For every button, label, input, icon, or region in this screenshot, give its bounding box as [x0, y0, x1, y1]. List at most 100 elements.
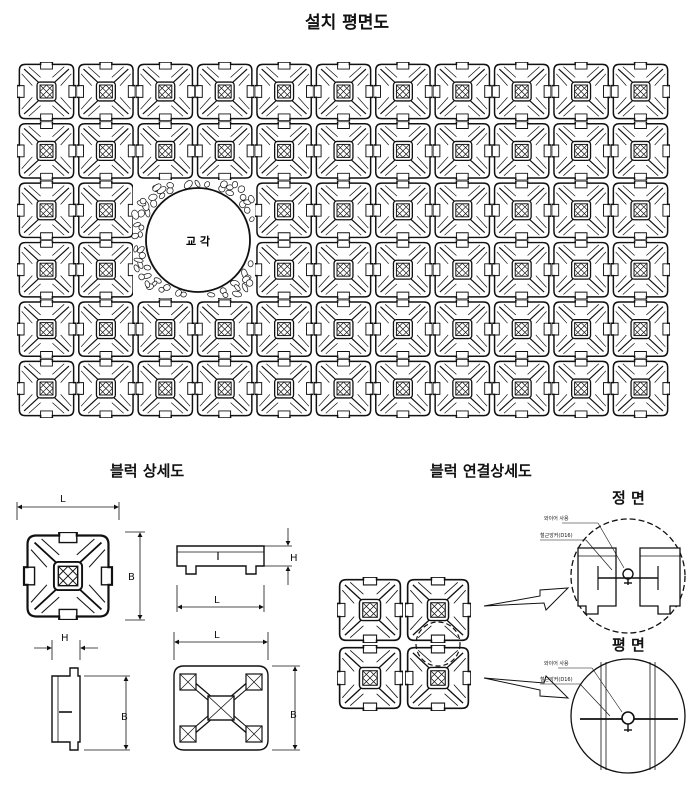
gravel-stone [244, 206, 251, 214]
connection-detail [337, 577, 570, 711]
gravel-stone [239, 194, 247, 201]
gravel-stone [245, 279, 254, 287]
grid-block [373, 240, 433, 300]
dim-length-label: L [60, 494, 66, 505]
wire-label-front: 와이어 사용 [544, 515, 569, 522]
grid-block [432, 240, 492, 300]
grid-block [135, 299, 195, 359]
dim-width-label-3: B [290, 710, 297, 721]
grid-block [314, 240, 373, 300]
gravel-stone [133, 264, 140, 273]
grid-block [492, 359, 552, 418]
grid-block [492, 240, 552, 300]
grid-block [195, 359, 255, 418]
grid-block [373, 299, 433, 359]
grid-block [254, 359, 314, 418]
grid-block [76, 121, 136, 181]
grid-block [135, 359, 195, 418]
grid-block [611, 359, 670, 418]
gravel-stone [222, 292, 229, 298]
grid-block [254, 121, 314, 181]
grid-block [551, 62, 611, 121]
grid-block [76, 240, 136, 300]
gravel-stone [166, 182, 174, 189]
gravel-stone [137, 209, 145, 218]
grid-block [611, 299, 670, 359]
gravel-stone [175, 289, 182, 297]
grid-block [551, 240, 611, 300]
grid-block [314, 299, 373, 359]
grid-block [492, 121, 552, 181]
dim-height-label: H [290, 553, 298, 564]
dim-height-label-2: H [61, 633, 69, 644]
tree-circle [145, 187, 251, 293]
grid-block [432, 359, 492, 418]
gravel-stone [232, 290, 242, 298]
gravel-stone [148, 193, 158, 201]
grid-block [195, 121, 255, 181]
block-front-view: H L [176, 528, 298, 612]
gravel-stone [241, 283, 249, 293]
grid-block [254, 62, 314, 121]
gravel-stone [138, 273, 145, 281]
grid-block [492, 299, 552, 359]
grid-block [195, 299, 255, 359]
gravel-stone [133, 257, 144, 263]
gravel-stone [137, 246, 145, 254]
grid-block [373, 121, 433, 181]
gravel-ring [131, 179, 255, 298]
grid-block [76, 180, 136, 240]
grid-block [254, 240, 314, 300]
block-grid [17, 62, 670, 418]
grid-block [611, 180, 670, 240]
anchor-label-plan: 철근앙커(D16) [540, 676, 573, 683]
gravel-stone [139, 197, 147, 205]
plan-view-detail: 와이어 사용 철근앙커(D16) [540, 658, 686, 774]
gravel-stone [183, 180, 193, 189]
gravel-stone [231, 180, 238, 189]
grid-block [611, 240, 670, 300]
anchor-label-front: 철근앙커(D16) [540, 532, 573, 539]
grid-block [551, 180, 611, 240]
grid-block [314, 359, 373, 418]
grid-block [135, 62, 195, 121]
gravel-stone [194, 179, 201, 188]
grid-block [17, 299, 76, 359]
grid-block [551, 359, 611, 418]
grid-block [17, 62, 76, 121]
gravel-stone [159, 192, 166, 199]
plan-view-title: 평 면 [612, 636, 645, 654]
block-side-view: H B [34, 633, 130, 751]
gravel-stone [234, 284, 241, 292]
gravel-stone [237, 185, 246, 193]
dim-width-label-2: B [121, 712, 128, 723]
wire-label-plan: 와이어 사용 [544, 660, 569, 667]
grid-block [611, 121, 670, 181]
grid-block [551, 299, 611, 359]
grid-block [17, 180, 76, 240]
grid-block [611, 62, 670, 121]
grid-block [76, 299, 136, 359]
grid-block [254, 299, 314, 359]
gravel-stone [138, 252, 146, 259]
gravel-stone [144, 280, 151, 288]
gravel-stone [131, 232, 139, 240]
dim-length-label-2: L [214, 595, 220, 606]
grid-block [314, 62, 373, 121]
grid-block [314, 180, 373, 240]
front-view-detail: 와이어 사용 철근앙커(D16) [540, 515, 686, 634]
grid-block [135, 121, 195, 181]
gravel-stone [204, 181, 211, 188]
gravel-stone [166, 187, 174, 195]
plan-title: 설치 평면도 [304, 13, 390, 33]
grid-block [17, 121, 76, 181]
gravel-stone [247, 260, 254, 268]
grid-block [373, 180, 433, 240]
tree-opening: 교 각 [131, 179, 255, 298]
connection-detail-title: 블럭 연결상세도 [430, 462, 532, 480]
grid-block [551, 121, 611, 181]
grid-block [432, 180, 492, 240]
dim-width-label: B [128, 572, 135, 583]
gravel-stone [248, 195, 255, 204]
